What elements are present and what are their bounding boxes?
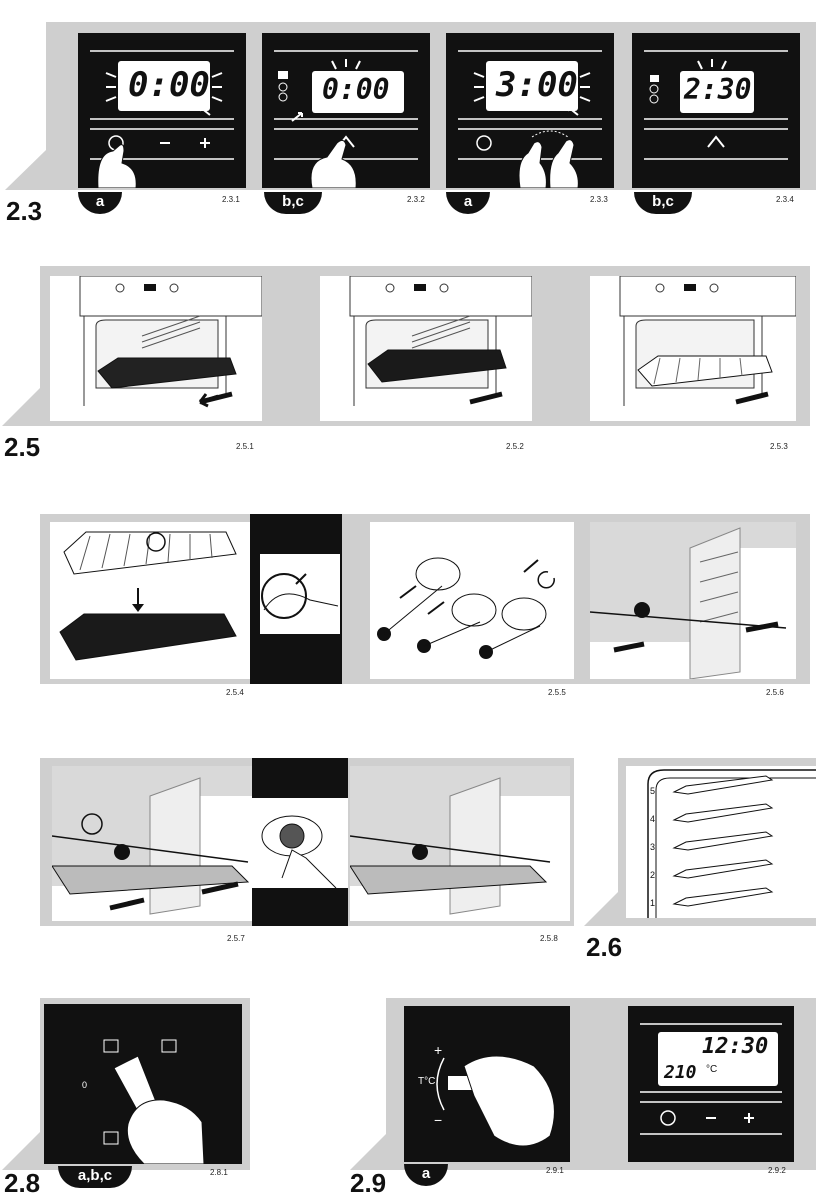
decrease-label: −: [434, 1112, 442, 1128]
temperature-knob-panel: + − T°C: [404, 1006, 570, 1162]
temperature-display: 210: [664, 1062, 697, 1083]
figure-caption: 2.9.2: [768, 1166, 786, 1175]
section-number: 2.9: [350, 1168, 386, 1199]
clock-display: 12:30: [702, 1034, 768, 1059]
control-panel-display: 12:30 210 °C: [628, 1006, 794, 1162]
figure-caption: 2.9.1: [546, 1166, 564, 1175]
temperature-unit: °C: [706, 1064, 717, 1075]
temperature-label: T°C: [418, 1076, 435, 1087]
increase-label: +: [434, 1042, 442, 1058]
